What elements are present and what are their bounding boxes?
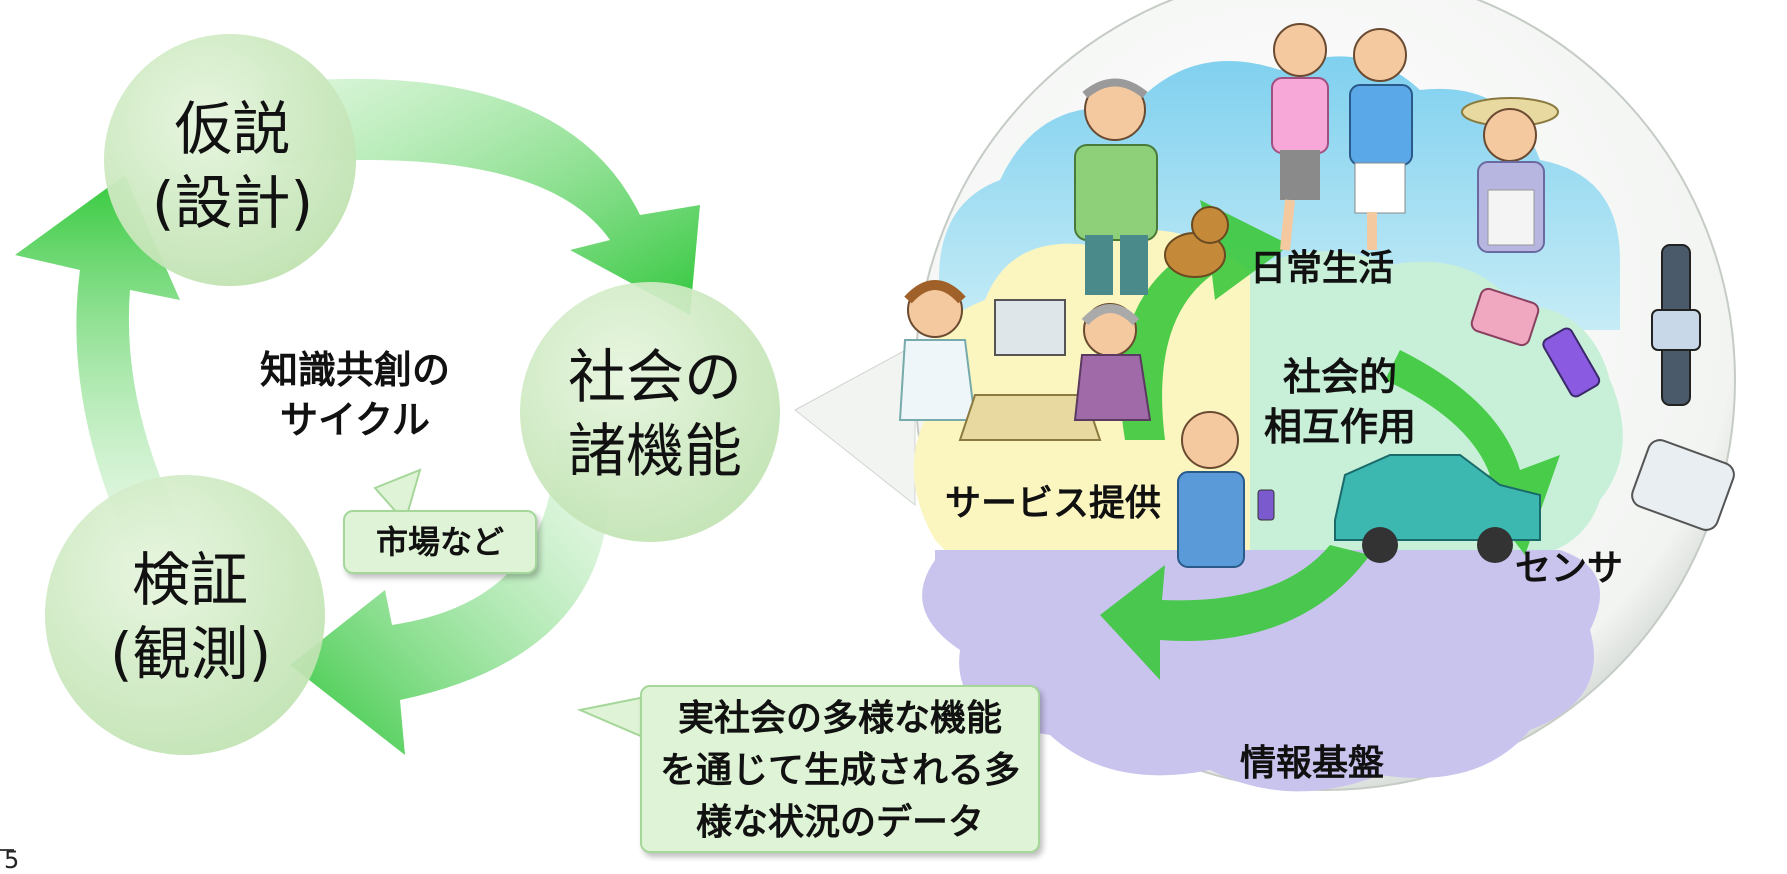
hypothesis-title: 仮説 [174,95,291,163]
computer-figure [958,299,1102,441]
verification-subtitle: (観測) [110,620,272,688]
interaction-line-1: 社会的 [1282,355,1397,399]
jogger-woman-figure [1271,23,1329,251]
elderly-man-figure [1074,78,1158,295]
market-callout-pointer [373,468,422,525]
interaction-label: 社会的 相互作用 [1245,352,1435,452]
center-label: 知識共創の サイクル [240,345,470,445]
page-number: 5 [4,846,20,874]
data-note-line-2: を通じて生成される多 [659,750,1020,791]
market-callout: 市場など [343,510,537,574]
purple-cloud [922,550,1600,792]
verification-title: 検証 [131,546,248,614]
node-verification-circle [45,475,325,755]
hypothesis-label: 仮説 (設計) [150,92,315,240]
world-callout-pointer [794,344,916,507]
dog-figure [1164,206,1229,278]
node-society-circle [520,282,780,542]
scale-device [1631,439,1735,531]
verification-label: 検証 (観測) [110,543,272,691]
node-hypothesis-circle [104,34,356,286]
jogger-man-figure [1349,28,1413,250]
cycle-arrow-top [255,78,700,315]
data-callout: 実社会の多様な機能 を通じて生成される多 様な状況のデータ [640,685,1040,853]
interaction-line-2: 相互作用 [1263,405,1416,449]
car-figure [1334,454,1541,563]
center-line-2: サイクル [279,398,431,442]
society-subtitle: 諸機能 [568,417,743,485]
gardener-figure [1461,97,1559,253]
data-note-line-3: 様な状況のデータ [695,802,984,843]
market-label: 市場など [375,523,504,561]
hypothesis-subtitle: (設計) [151,169,314,237]
interaction-arrow-upper [1120,200,1290,440]
elderly-woman-figure [1073,303,1152,421]
sensor-label: センサ [1515,548,1624,589]
interaction-arrow-lower [1100,545,1370,680]
daily-life-label: 日常生活 [1250,248,1395,289]
man-with-phone-figure [1177,411,1275,568]
mobile-phone-device [1542,327,1601,398]
data-note-line-1: 実社会の多様な機能 [677,698,1002,739]
blood-pressure-device [1470,287,1540,347]
society-title: 社会の [568,343,743,411]
wristwatch-device [1651,244,1701,406]
center-line-1: 知識共創の [259,348,450,392]
society-label: 社会の 諸機能 [568,340,743,488]
service-label: サービス提供 [945,483,1162,524]
cycle-arrow-bottom [290,430,610,755]
infrastructure-label: 情報基盤 [1240,743,1385,784]
